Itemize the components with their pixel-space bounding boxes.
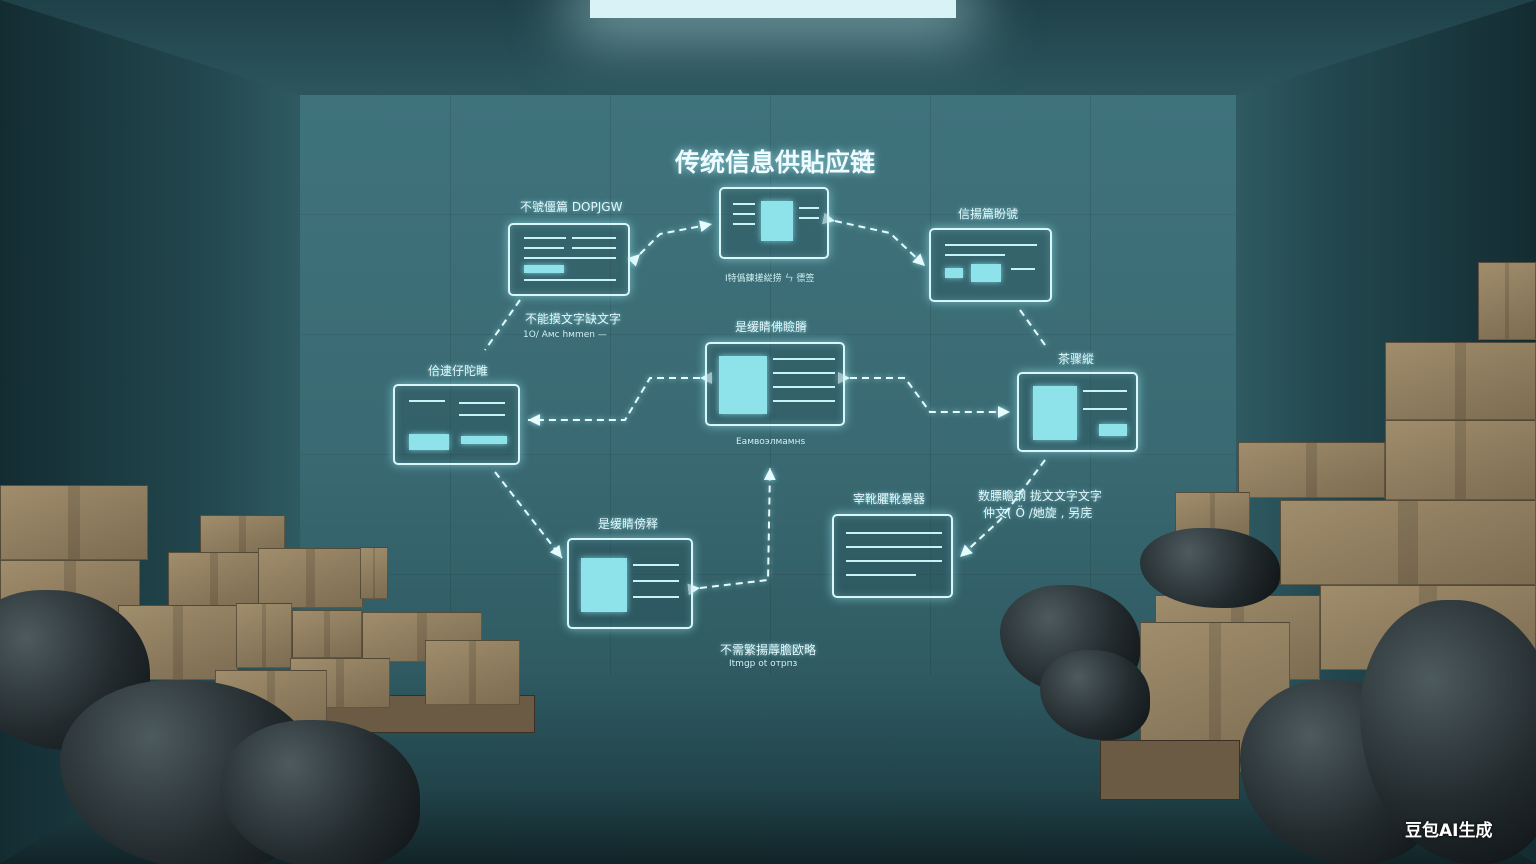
arrow — [627, 220, 713, 267]
cardboard-box — [1385, 342, 1536, 420]
node-label: 不號僵篇 DOPJGW — [520, 200, 623, 214]
arrow — [821, 212, 926, 267]
diagram-title: 传统信息供貼应链 — [674, 148, 875, 177]
cardboard-box — [236, 603, 292, 668]
cardboard-box — [1238, 442, 1385, 498]
cardboard-box — [168, 552, 260, 607]
node-subcaption: 1O/ Aмс hмmen — — [523, 330, 607, 340]
node-caption: 不能摸文字缺文字 — [525, 312, 622, 326]
cardboard-box — [0, 485, 148, 560]
node-caption: Eамвоэлмамнs — [736, 437, 806, 447]
node-screen — [832, 514, 953, 598]
node-screen — [929, 228, 1052, 302]
arrow — [687, 467, 776, 596]
cardboard-box — [360, 547, 388, 599]
node-subcaption: Itmgp ot отрпз — [729, 659, 798, 669]
node-label: 是缓睛傍释 — [598, 517, 659, 531]
arrow — [494, 471, 563, 559]
node-caption: I特僞鍊搓緃捞 ㄣ 徱签 — [725, 274, 815, 284]
node-caption: 仲文( Ö /她旋 , 另庑 — [983, 506, 1093, 520]
arrow — [838, 372, 1010, 418]
node-screen — [508, 223, 630, 296]
node-label: 信揚篇盼號 — [958, 207, 1019, 221]
node-label: 数膘瞻钢 拢文文字文字 — [978, 489, 1102, 503]
arrow — [1019, 309, 1046, 346]
node-caption: 不需繁揚蓐膽欧略 — [720, 643, 817, 657]
node-screen — [567, 538, 693, 629]
ceiling-light — [590, 0, 956, 18]
cardboard-box — [292, 610, 362, 658]
cardboard-box — [425, 640, 520, 705]
cardboard-box — [258, 548, 363, 608]
watermark: 豆包AI生成 — [1405, 821, 1493, 841]
node-screen — [1017, 372, 1138, 452]
node-screen — [393, 384, 520, 465]
cardboard-box — [1478, 262, 1536, 340]
arrow — [528, 372, 712, 426]
pallet-right — [1100, 740, 1240, 800]
arrow — [959, 459, 1046, 558]
cardboard-box — [1280, 500, 1536, 585]
node-screen — [705, 342, 845, 426]
arrow — [484, 299, 521, 351]
node-label: 佮逮仔陀睢 — [428, 364, 489, 378]
node-label: 是缓睛佛瞼膌 — [735, 320, 808, 334]
node-label: 宰靴臞靴暴器 — [853, 492, 926, 506]
trash-bag — [1140, 528, 1280, 608]
trash-bag — [1040, 650, 1150, 740]
node-screen — [719, 187, 829, 259]
cardboard-box — [1385, 420, 1536, 500]
node-label: 茶骤縱 — [1058, 352, 1095, 366]
trash-bag — [220, 720, 420, 864]
